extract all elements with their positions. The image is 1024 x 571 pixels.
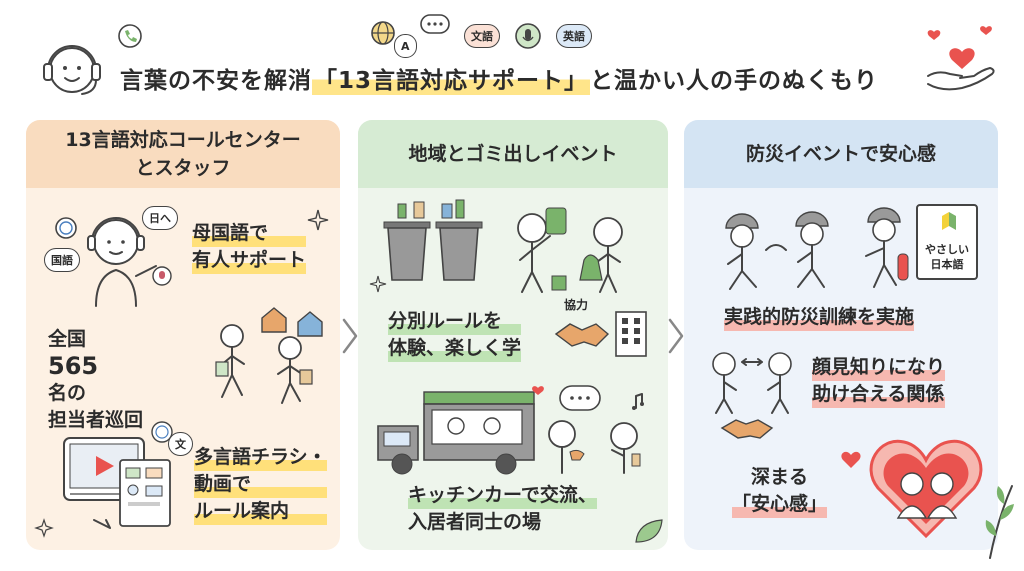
disaster-drill-illustration (725, 207, 909, 290)
sparkle-icon (307, 209, 329, 231)
title-post: と温かい人の手のぬくもり (590, 68, 879, 94)
cooperation-label: 協力 (564, 298, 589, 312)
column-heading: 13言語対応コールセンター とスタッフ (26, 120, 340, 188)
heart-people-icon (869, 439, 983, 539)
microphone-bubble-icon (515, 23, 541, 49)
bubble-bungo: 文語 (464, 24, 500, 48)
sparkle-icon (369, 275, 387, 293)
column-garbage-event: 地域とゴミ出しイベント 分別ルールを 体験、楽しく学 協力 (358, 120, 668, 550)
label-kitchen-car: キッチンカーで交流、 入居者同士の場 (408, 482, 597, 533)
headset-person-icon (43, 45, 101, 95)
hands-heart-icon (927, 26, 995, 91)
column-heading: 地域とゴミ出しイベント (358, 120, 668, 188)
tag-kokugo: 国語 (44, 248, 80, 272)
column-disaster-event: 防災イベントで安心感 やさしい 日本語 実践的防災訓練を実施 (684, 120, 998, 550)
label-multilingual-flyer: 多言語チラシ・ 動画で ルール案内 (194, 444, 327, 525)
chevron-right-icon (668, 318, 684, 354)
video-flyer-illustration (34, 421, 173, 538)
tag-bun: 文 (168, 432, 193, 456)
column-callcenter: 13言語対応コールセンター とスタッフ 日へ 国語 母国語で 有人サポート 全国… (26, 120, 340, 550)
label-mutual-help: 顔見知りになり 助け合える関係 (812, 354, 946, 408)
title-highlight: 「13言語対応サポート」 (312, 61, 591, 95)
title-pre: 言葉の不安を解消 (120, 68, 312, 94)
handshake-building-illustration (554, 311, 647, 357)
column-heading: 防災イベントで安心感 (684, 120, 998, 188)
small-heart-icon (841, 451, 861, 468)
bubble-a: A (394, 34, 417, 58)
operator-illustration (55, 217, 172, 307)
kitchen-car-illustration (377, 391, 535, 475)
beginner-mark-icon (942, 212, 956, 230)
phone-bubble-icon (118, 24, 142, 48)
branch-icon (985, 485, 1014, 559)
label-sorting-rules: 分別ルールを 体験、楽しく学 (388, 308, 522, 362)
chatting-people-illustration (532, 385, 644, 474)
handshake-people-illustration (712, 352, 792, 439)
label-native-support: 母国語で 有人サポート (192, 220, 307, 274)
label-drill: 実践的防災訓練を実施 (724, 304, 915, 331)
patrol-staff-illustration (215, 307, 323, 404)
page-title: 言葉の不安を解消 「13言語対応サポート」 と温かい人の手のぬくもり (120, 56, 900, 100)
leaf-icon (635, 519, 663, 543)
tag-nichi: 日へ (142, 206, 178, 230)
sorting-people-illustration (517, 207, 623, 293)
trash-cans-illustration (383, 199, 483, 281)
bubble-eigo: 英語 (556, 24, 592, 48)
easy-japanese-sign: やさしい 日本語 (916, 204, 978, 280)
chat-dots-icon (420, 14, 450, 34)
label-reassurance: 深まる 「安心感」 (732, 464, 828, 518)
chevron-right-icon (342, 318, 358, 354)
globe-bubble-icon (371, 21, 395, 45)
